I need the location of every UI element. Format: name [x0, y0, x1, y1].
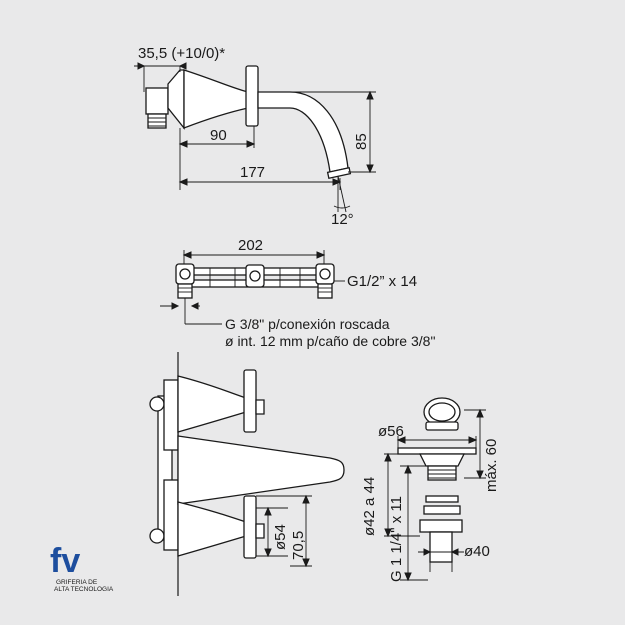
connection-note-1: G 3/8" p/conexión roscada — [225, 316, 390, 332]
upper-handle — [243, 369, 257, 433]
upper-valve-body — [177, 375, 247, 433]
thread-nut — [147, 113, 167, 129]
aerator — [326, 167, 352, 179]
dim-54-label: ø54 — [272, 524, 289, 550]
angle-label: 12° — [331, 211, 354, 228]
wall-flange — [167, 69, 185, 130]
handle-profile — [245, 65, 259, 127]
logo-line-1: GRIFERIA DE — [56, 579, 98, 586]
body-cone — [183, 69, 249, 129]
thread-label: G1/2” x 14 — [347, 273, 417, 290]
top-side-view: 35,5 (+10/0)* 90 177 85 12° — [134, 45, 376, 228]
pipe-knob-top — [149, 396, 165, 412]
tailpiece — [429, 531, 453, 563]
dim-offset-label: 35,5 (+10/0)* — [138, 45, 225, 62]
drain-view: ø56 máx. 60 ø42 a 44 G 1 1/4" x 11 ø40 — [361, 397, 500, 582]
dim-202-label: 202 — [238, 237, 263, 254]
lock-nut — [419, 519, 463, 533]
dim-max-60-label: máx. 60 — [483, 439, 500, 492]
spout-profile — [257, 91, 349, 173]
lower-escutcheon — [163, 479, 179, 551]
logo-line-2: ALTA TECNOLOGIA — [54, 586, 114, 593]
lower-handle — [243, 495, 257, 559]
dim-70-5-label: 70,5 — [290, 531, 307, 560]
dim-177-label: 177 — [240, 164, 265, 181]
dim-90-label: 90 — [210, 127, 227, 144]
dim-85-label: 85 — [353, 133, 370, 150]
right-thread — [317, 283, 333, 299]
fv-logo: fv GRIFERIA DE ALTA TECNOLOGIA — [50, 542, 114, 593]
washer-1 — [425, 495, 459, 503]
wall-connection — [145, 87, 169, 115]
dim-thread-label: G 1 1/4" x 11 — [388, 496, 405, 582]
upper-escutcheon — [163, 379, 179, 451]
pipe-knob-bottom — [149, 528, 165, 544]
washer-2 — [423, 505, 461, 515]
logo-letters: fv — [50, 542, 80, 580]
drain-flange — [397, 447, 477, 455]
spout-front — [177, 435, 345, 505]
dim-40-label: ø40 — [464, 543, 490, 560]
stopper-cap — [425, 421, 459, 431]
front-view: ø54 70,5 — [149, 352, 345, 596]
drain-body-top — [418, 453, 466, 467]
lower-valve-body — [177, 501, 247, 557]
dim-42-44-label: ø42 a 44 — [361, 477, 378, 536]
left-thread — [177, 283, 193, 299]
connection-note-2: ø int. 12 mm p/caño de cobre 3/8" — [225, 333, 435, 349]
bracket-view: 202 G1/2” x 14 G 3/8" p/conexión r — [160, 237, 435, 349]
dim-56-label: ø56 — [378, 423, 404, 440]
drain-thread — [427, 465, 457, 481]
